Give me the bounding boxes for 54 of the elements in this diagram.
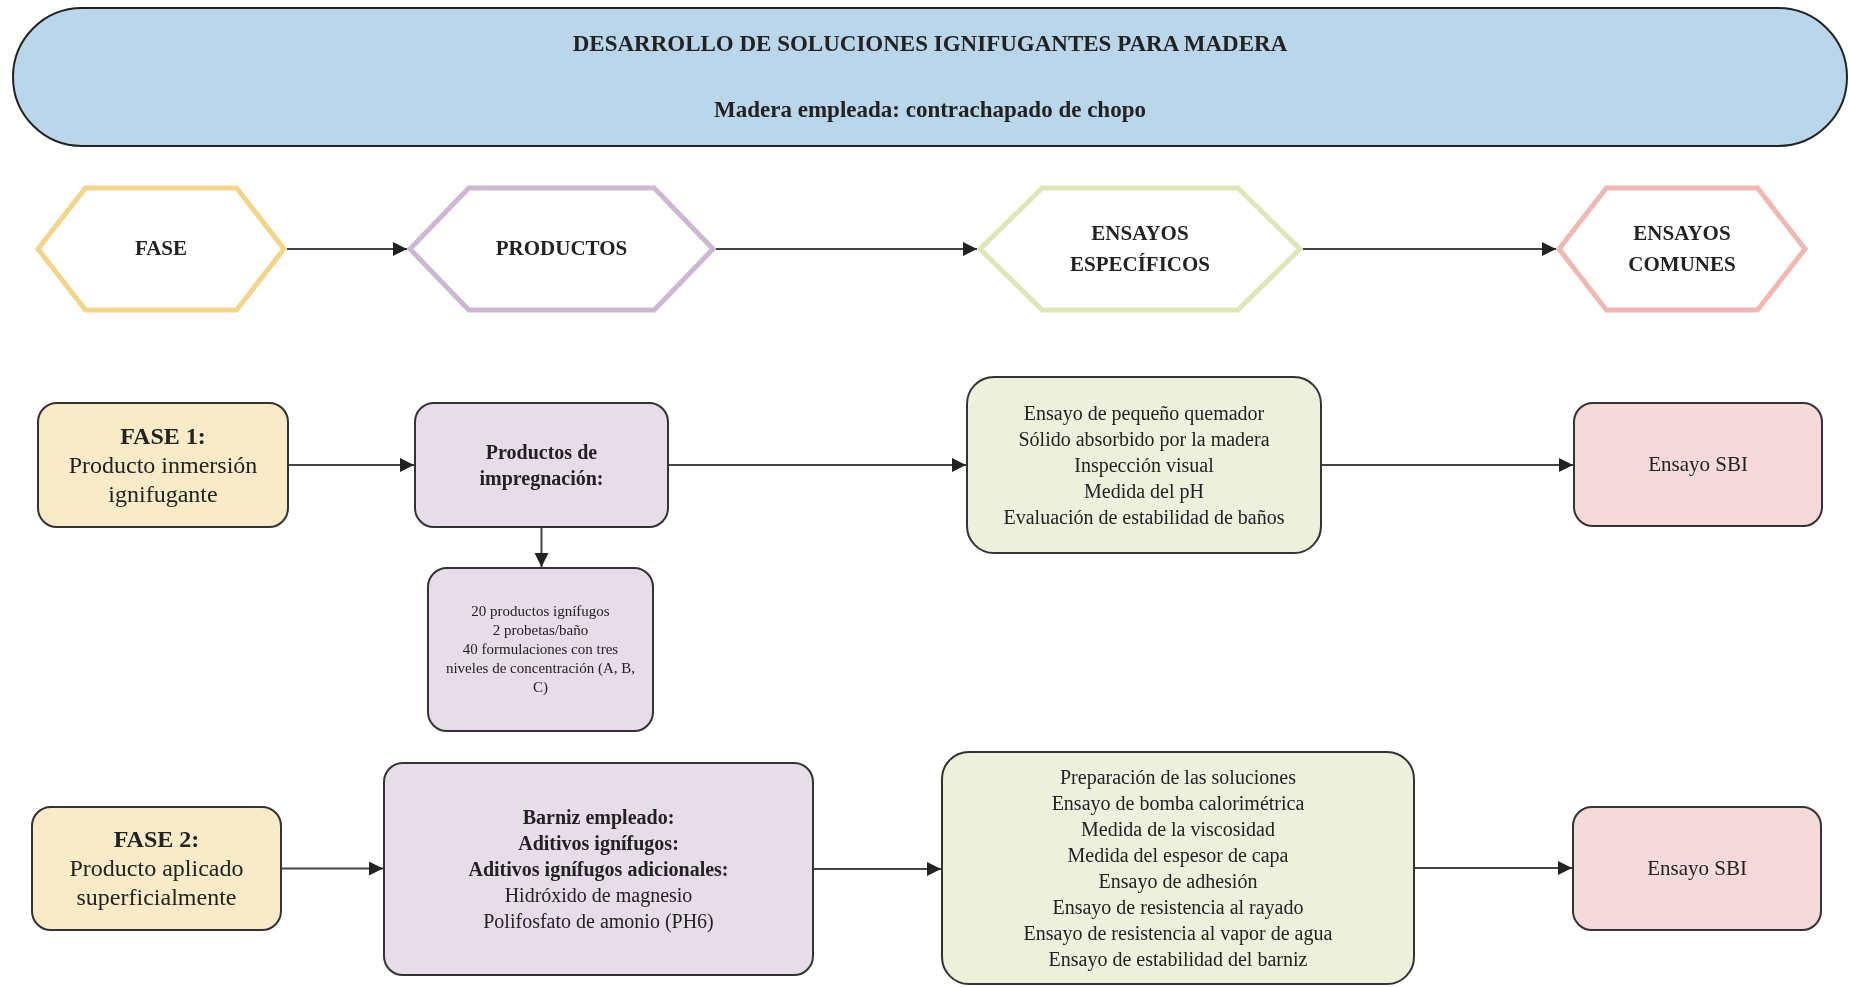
box-text: Aditivos ignífugos adicionales: xyxy=(468,857,729,882)
phase-box xyxy=(37,402,289,528)
box-text: Ensayo de bomba calorimétrica xyxy=(1051,791,1305,816)
box-text: Polifosfato de amonio (PH6) xyxy=(483,909,714,934)
title-banner xyxy=(12,7,1848,147)
product-box xyxy=(383,762,814,976)
box-text: Preparación de las soluciones xyxy=(1059,765,1296,790)
hexagon-label: FASE xyxy=(133,235,189,263)
hexagon-label: ENSAYOS COMUNES xyxy=(1627,219,1737,278)
box-text: Producto inmersión ignifugante xyxy=(67,450,259,509)
box-text: 40 formulaciones con tres niveles de concentración (A, B, C) xyxy=(444,640,637,697)
arrow xyxy=(1414,861,1573,875)
box-text: Ensayo de resistencia al vapor de agua xyxy=(1023,921,1333,946)
box-text: Inspección visual xyxy=(1074,453,1214,478)
arrow xyxy=(286,242,408,256)
arrow xyxy=(288,458,415,472)
hexagon-label: PRODUCTOS xyxy=(494,235,629,263)
test-box xyxy=(1573,402,1823,527)
test-box xyxy=(941,751,1415,985)
box-text: Ensayo SBI xyxy=(1648,450,1748,478)
box-text: Ensayo SBI xyxy=(1647,854,1747,882)
box-text: DESARROLLO DE SOLUCIONES IGNIFUGANTES PARA MADERA xyxy=(572,29,1288,58)
phase-box xyxy=(31,806,282,931)
box-text: Productos de impregnación: xyxy=(478,440,605,491)
arrow xyxy=(534,527,549,568)
box-text: Evaluación de estabilidad de baños xyxy=(1003,505,1285,530)
box-text: Madera empleada: contrachapado de chopo xyxy=(714,96,1146,124)
test-box xyxy=(1572,806,1822,931)
arrow xyxy=(813,862,942,876)
arrow xyxy=(1302,242,1557,256)
box-text: Medida del espesor de capa xyxy=(1067,843,1289,868)
product-box xyxy=(427,567,654,732)
box-text: 20 productos ignífugos xyxy=(471,602,610,621)
box-text: Ensayo de resistencia al rayado xyxy=(1052,895,1304,920)
box-text: 2 probetas/baño xyxy=(492,621,589,640)
box-text: Ensayo de pequeño quemador xyxy=(1023,401,1265,426)
box-text: Ensayo de estabilidad del barniz xyxy=(1048,947,1308,972)
box-text: Barniz empleado: xyxy=(522,805,675,830)
test-box xyxy=(966,376,1322,554)
box-text: FASE 2: xyxy=(113,825,200,854)
arrow xyxy=(281,861,384,876)
box-text: Sólido absorbido por la madera xyxy=(1018,427,1270,452)
arrow xyxy=(668,458,967,472)
box-text: FASE 1: xyxy=(120,421,206,451)
box-text: Medida de la viscosidad xyxy=(1081,817,1275,842)
box-text: Hidróxido de magnesio xyxy=(504,883,693,908)
hexagon-label: ENSAYOS ESPECÍFICOS xyxy=(1068,219,1211,278)
box-text: Aditivos ignífugos: xyxy=(518,831,679,856)
arrow xyxy=(1321,458,1574,472)
box-text: Ensayo de adhesión xyxy=(1098,869,1258,894)
product-box xyxy=(414,402,669,528)
arrow xyxy=(715,242,978,256)
box-text: Producto aplicado superficialmente xyxy=(68,854,245,912)
box-text: Medida del pH xyxy=(1084,479,1204,504)
